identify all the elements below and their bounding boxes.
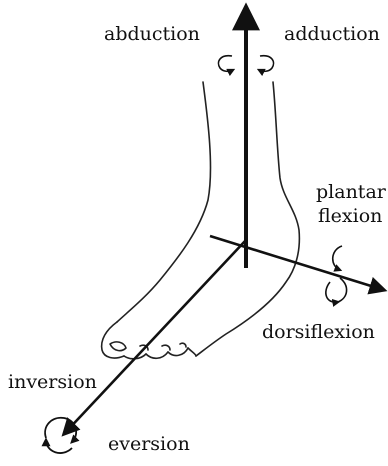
eversion-label: eversion <box>108 433 190 455</box>
plantarflexion-rotation-icon <box>333 246 342 270</box>
adduction-rotation-icon <box>259 56 274 72</box>
dorsiflexion-rotation-icon <box>326 278 347 302</box>
dorsiflexion-label: dorsiflexion <box>262 321 375 343</box>
plantar-label: plantar <box>316 181 387 203</box>
transverse-axis-arrow <box>210 236 384 290</box>
eversion-rotation-icon <box>45 418 76 453</box>
abduction-rotation-icon <box>219 56 234 72</box>
foot-outline <box>102 82 300 359</box>
abduction-label: abduction <box>104 23 200 45</box>
flexion-label: flexion <box>318 205 382 227</box>
longitudinal-axis-arrow <box>64 240 246 434</box>
adduction-label: adduction <box>284 23 380 45</box>
inversion-label: inversion <box>8 371 97 393</box>
